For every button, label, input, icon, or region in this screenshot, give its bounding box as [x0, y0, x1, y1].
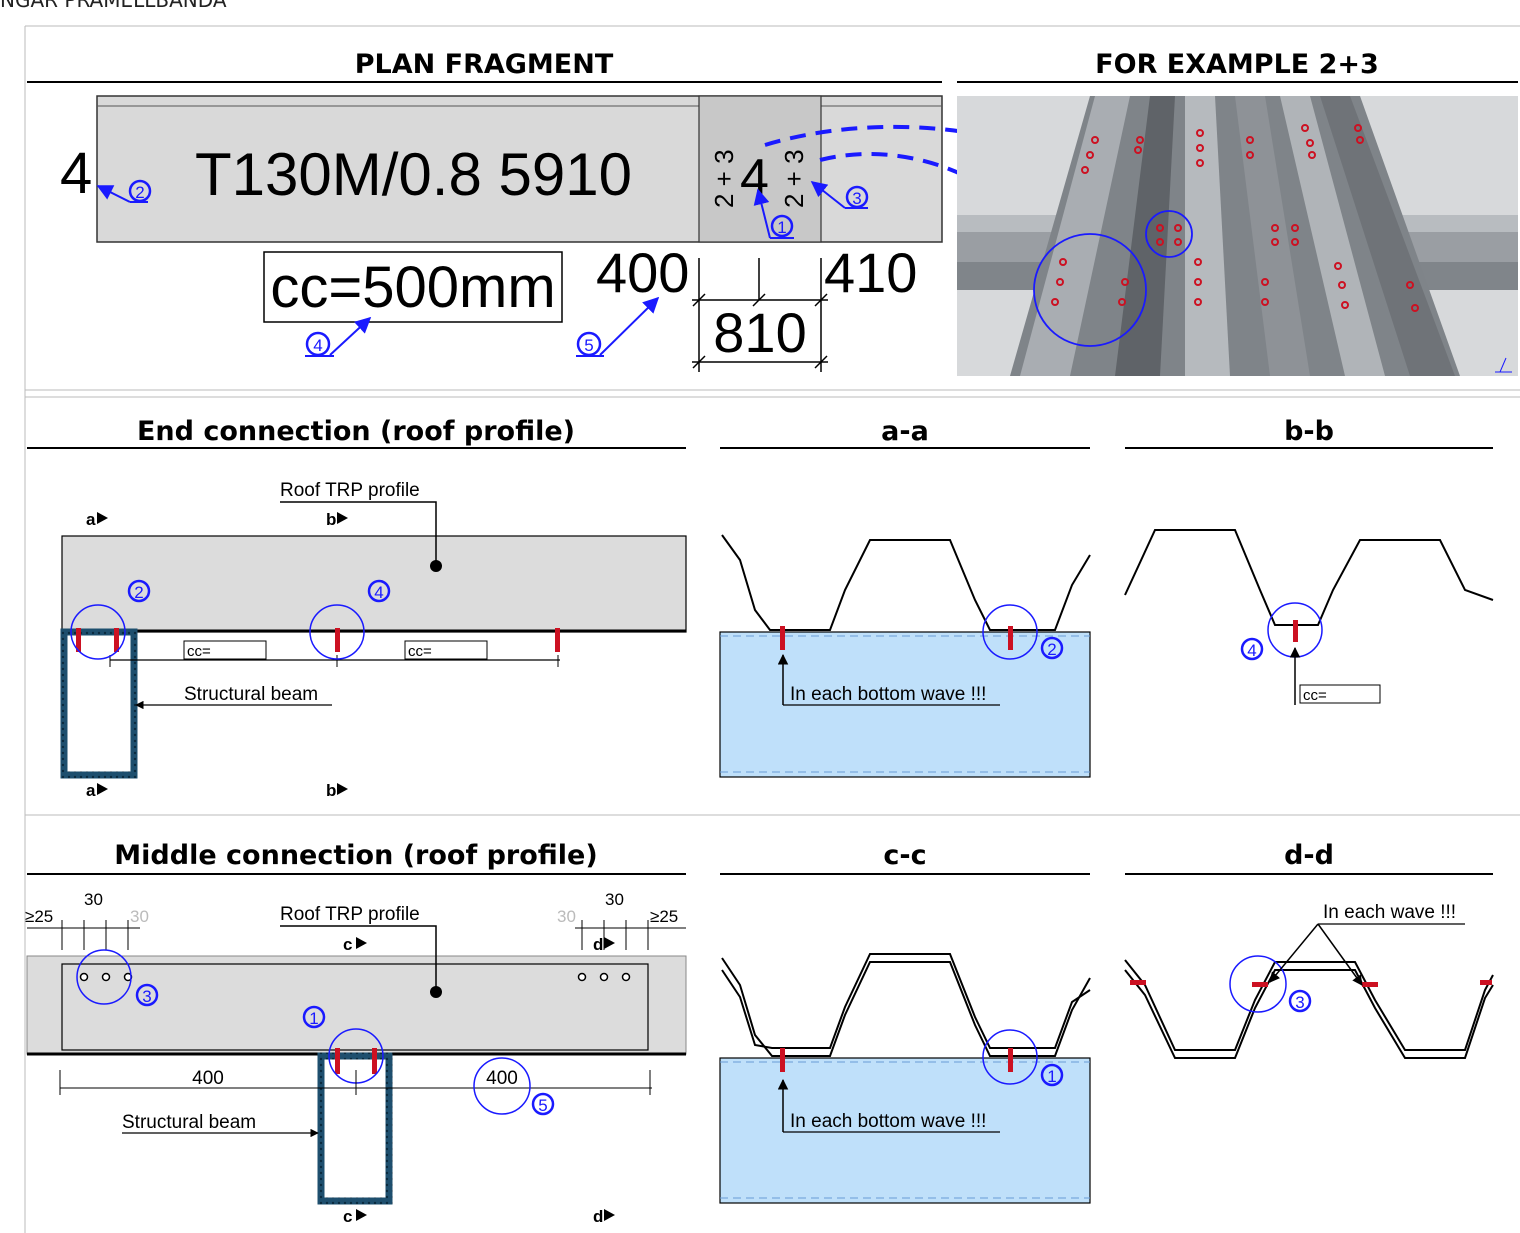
structural-beam	[60, 628, 138, 779]
svg-text:b: b	[326, 781, 336, 800]
svg-text:c: c	[343, 1207, 352, 1226]
svg-text:5: 5	[584, 336, 593, 355]
example-panel: FOR EXAMPLE 2+3	[957, 49, 1518, 376]
svg-text:a: a	[86, 781, 96, 800]
svg-text:≥25: ≥25	[650, 907, 678, 926]
count-left: 4	[60, 141, 92, 206]
svg-text:Roof TRP profile: Roof TRP profile	[280, 904, 420, 925]
cc-note: In each bottom wave !!!	[790, 1111, 986, 1132]
plan-title: PLAN FRAGMENT	[355, 49, 614, 80]
aa-title: a-a	[881, 416, 929, 447]
svg-text:1: 1	[309, 1009, 318, 1028]
svg-text:5: 5	[538, 1096, 547, 1115]
aa-note: In each bottom wave !!!	[790, 684, 986, 705]
svg-text:2: 2	[135, 183, 144, 202]
svg-text:4: 4	[1247, 641, 1256, 660]
example-title: FOR EXAMPLE 2+3	[1095, 49, 1379, 80]
svg-text:b: b	[326, 510, 336, 529]
screw-dots	[1051, 124, 1419, 312]
svg-text:3: 3	[1295, 993, 1304, 1012]
svg-text:cc=: cc=	[187, 643, 211, 660]
bb-title: b-b	[1284, 416, 1334, 447]
svg-text:3: 3	[142, 987, 151, 1006]
cc-value: cc=500mm	[270, 255, 555, 320]
roof-label: Roof TRP profile	[280, 480, 420, 501]
marker-4: 4	[305, 316, 372, 357]
middle-connection-panel: Middle connection (roof profile) Roof TR…	[25, 840, 687, 1226]
svg-text:≥25: ≥25	[25, 907, 53, 926]
svg-text:d: d	[593, 1207, 603, 1226]
vert-label-right: 2 + 3	[779, 149, 809, 208]
section-dd-panel: d-d 3 In each wave !!!	[1124, 840, 1494, 1059]
link-curve-lower	[819, 152, 1057, 258]
vert-label-left: 2 + 3	[709, 149, 739, 208]
end-connection-panel: End connection (roof profile) Roof TRP p…	[27, 416, 687, 800]
dd-note: In each wave !!!	[1323, 902, 1456, 923]
svg-text:a: a	[86, 510, 96, 529]
end-conn-title: End connection (roof profile)	[137, 416, 575, 447]
beam-label: Structural beam	[184, 684, 318, 705]
screws-end	[76, 628, 560, 652]
svg-text:1: 1	[1047, 1067, 1056, 1086]
dd-title: d-d	[1284, 840, 1334, 871]
structural-beam-mid	[317, 1052, 393, 1205]
svg-text:c: c	[343, 935, 352, 954]
svg-text:400: 400	[192, 1068, 224, 1089]
svg-text:d: d	[593, 935, 603, 954]
marker-2: 2	[98, 181, 152, 203]
plan-fragment-panel: PLAN FRAGMENT 4 T130M/0.8 5910 4 2 + 3 2…	[27, 49, 1158, 372]
dim-410: 410	[824, 241, 917, 304]
count-mid: 4	[740, 149, 769, 207]
svg-text:30: 30	[557, 907, 576, 926]
svg-text:2: 2	[1047, 640, 1056, 659]
svg-text:1: 1	[777, 218, 786, 237]
svg-text:4: 4	[313, 336, 322, 355]
svg-text:3: 3	[852, 189, 861, 208]
sheet-frame	[24, 25, 1520, 1233]
cc-box	[263, 251, 563, 323]
svg-text:4: 4	[374, 583, 383, 602]
dim-810: 810	[713, 301, 806, 364]
marker-5: 5	[576, 296, 660, 357]
marker-3: 3	[812, 182, 869, 209]
svg-text:cc=: cc=	[408, 643, 432, 660]
mid-conn-title: Middle connection (roof profile)	[114, 840, 597, 871]
header-cut-text: NGAR PRAMELLBANDA	[0, 0, 227, 12]
highlight-circle-large	[1033, 233, 1147, 347]
dimension-810	[692, 258, 828, 372]
section-bb-panel: b-b 4 cc=	[1124, 416, 1494, 705]
svg-text:cc=: cc=	[1303, 687, 1327, 704]
svg-text:Structural beam: Structural beam	[122, 1112, 256, 1133]
marker-1: 1	[758, 190, 794, 239]
svg-text:400: 400	[486, 1068, 518, 1089]
svg-text:30: 30	[130, 907, 149, 926]
highlight-circle-small	[1145, 210, 1193, 258]
profile-code: T130M/0.8 5910	[195, 141, 632, 208]
svg-text:2: 2	[134, 583, 143, 602]
svg-text:30: 30	[605, 890, 624, 909]
cc-title: c-c	[883, 840, 926, 871]
dim-400: 400	[596, 241, 689, 304]
svg-text:30: 30	[84, 890, 103, 909]
section-cc-panel: c-c 1 In each bottom wave !!!	[719, 840, 1091, 1204]
section-aa-panel: a-a 2 In each bottom wave !!!	[719, 416, 1091, 778]
